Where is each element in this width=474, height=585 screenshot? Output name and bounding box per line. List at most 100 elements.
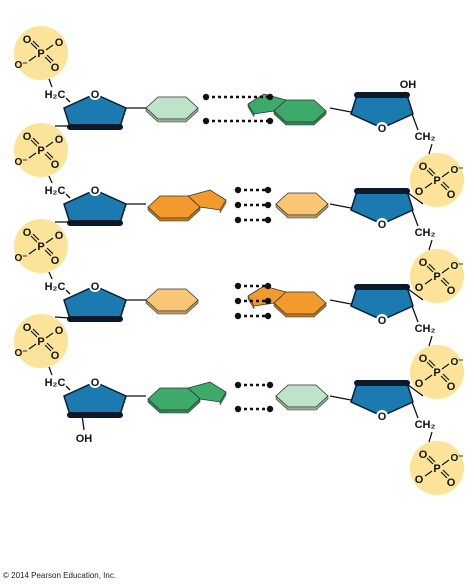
backbone-bond <box>411 113 419 131</box>
oxygen-label: O <box>447 285 456 297</box>
negative-oxygen-label: O⁻ <box>450 453 463 464</box>
hydrogen-bond-end <box>234 282 242 290</box>
base-ring-side <box>145 299 199 315</box>
backbone-bond <box>428 335 433 347</box>
ring-oxygen-bg <box>89 280 101 292</box>
oxygen-label: O <box>23 131 32 143</box>
hydroxyl-label-top: OH <box>400 79 417 91</box>
negative-oxygen-label: O⁻ <box>450 261 463 272</box>
phosphate-double-bond <box>428 167 436 175</box>
phosphate-bond <box>44 153 52 161</box>
oxygen-label: O <box>23 227 32 239</box>
ring-oxygen-bg <box>376 122 388 134</box>
base-ring-side <box>275 203 329 219</box>
base-pentagon-side <box>247 103 255 118</box>
backbone-bond <box>428 239 433 251</box>
phosphate-bond <box>426 361 434 369</box>
phosphate-bond <box>45 237 54 244</box>
oxygen-label: O <box>51 62 60 74</box>
phosphate-bond <box>441 267 450 274</box>
phosphate-bond <box>28 152 37 159</box>
phosphorus-label: P <box>433 367 440 379</box>
oxygen-label: O <box>415 474 424 486</box>
glycosidic-bond <box>329 203 352 209</box>
hydrogen-bond <box>234 312 272 320</box>
backbone-bond <box>48 366 53 376</box>
phosphate-bond <box>44 249 52 257</box>
oxygen-label: O <box>23 322 32 334</box>
phosphate-bond <box>426 169 434 177</box>
ring-oxygen-bg <box>376 218 388 230</box>
backbone-bond <box>65 289 71 295</box>
hydrogen-bond-end <box>264 216 272 224</box>
oxygen-label: O <box>447 477 456 489</box>
ring-oxygen-label: O <box>378 123 387 135</box>
phosphodiester-bond <box>403 189 424 205</box>
hydrogen-bond-end <box>264 297 272 305</box>
phosphate-bond <box>440 471 448 479</box>
phosphate-bond <box>424 182 433 189</box>
phosphate-circle <box>410 153 464 207</box>
ring-oxygen-bg <box>89 376 101 388</box>
methylene-label: H₂C <box>45 185 66 197</box>
ring-oxygen-bg <box>89 184 101 196</box>
backbone-bond <box>48 78 53 88</box>
hydrogen-bond-end <box>266 405 274 413</box>
phosphate-double-bond <box>442 469 450 477</box>
phosphorus-label: P <box>433 175 440 187</box>
phosphate-bond <box>44 344 52 352</box>
glycosidic-bond <box>329 395 352 401</box>
phosphate-bond <box>30 330 38 338</box>
negative-oxygen-label: O⁻ <box>14 253 27 264</box>
glycosidic-bond <box>329 299 352 305</box>
phosphate-bond <box>45 141 54 148</box>
oxygen-label: O <box>51 159 60 171</box>
phosphate-double-bond <box>442 181 450 189</box>
phosphate-double-bond <box>46 151 54 159</box>
pyrimidine-base-right <box>275 192 329 219</box>
phosphorus-label: P <box>37 145 44 157</box>
phosphorus-label: P <box>37 336 44 348</box>
phosphate-bond <box>45 44 54 51</box>
phosphate-bond <box>440 279 448 287</box>
hydrogen-bond <box>234 282 272 290</box>
phosphate-bond <box>440 183 448 191</box>
negative-oxygen-label: O⁻ <box>14 348 27 359</box>
hydrogen-bond-end <box>264 201 272 209</box>
hydrogen-bond <box>234 297 272 305</box>
oxygen-label: O <box>55 230 64 242</box>
oxygen-label: O <box>23 34 32 46</box>
phosphate-bond <box>30 235 38 243</box>
hydrogen-bond <box>202 93 274 101</box>
hydrogen-bond-end <box>234 186 242 194</box>
negative-oxygen-label: O⁻ <box>14 60 27 71</box>
negative-oxygen-label: O⁻ <box>14 157 27 168</box>
ring-oxygen-label: O <box>378 411 387 423</box>
deoxyribose-sugar: O <box>63 184 127 226</box>
base-hexagon-side <box>147 398 201 414</box>
hydrogen-bond-end <box>266 93 274 101</box>
oxygen-label: O <box>419 257 428 269</box>
phosphate-double-bond <box>428 359 436 367</box>
phosphate-double-bond <box>46 342 54 350</box>
oxygen-label: O <box>419 353 428 365</box>
hydrogen-bond <box>234 381 274 389</box>
phosphate-bond <box>424 374 433 381</box>
backbone-bond <box>65 385 71 391</box>
hydroxyl-label-bottom: OH <box>76 433 93 445</box>
phosphate-double-bond <box>32 328 40 336</box>
backbone-bond <box>411 305 419 323</box>
base-pentagon-side <box>247 295 255 310</box>
methylene-label: H₂C <box>45 89 66 101</box>
methylene-label: CH₂ <box>415 323 436 335</box>
phosphate-bond <box>441 363 450 370</box>
oxygen-label: O <box>415 282 424 294</box>
glycosidic-bond <box>329 107 352 113</box>
